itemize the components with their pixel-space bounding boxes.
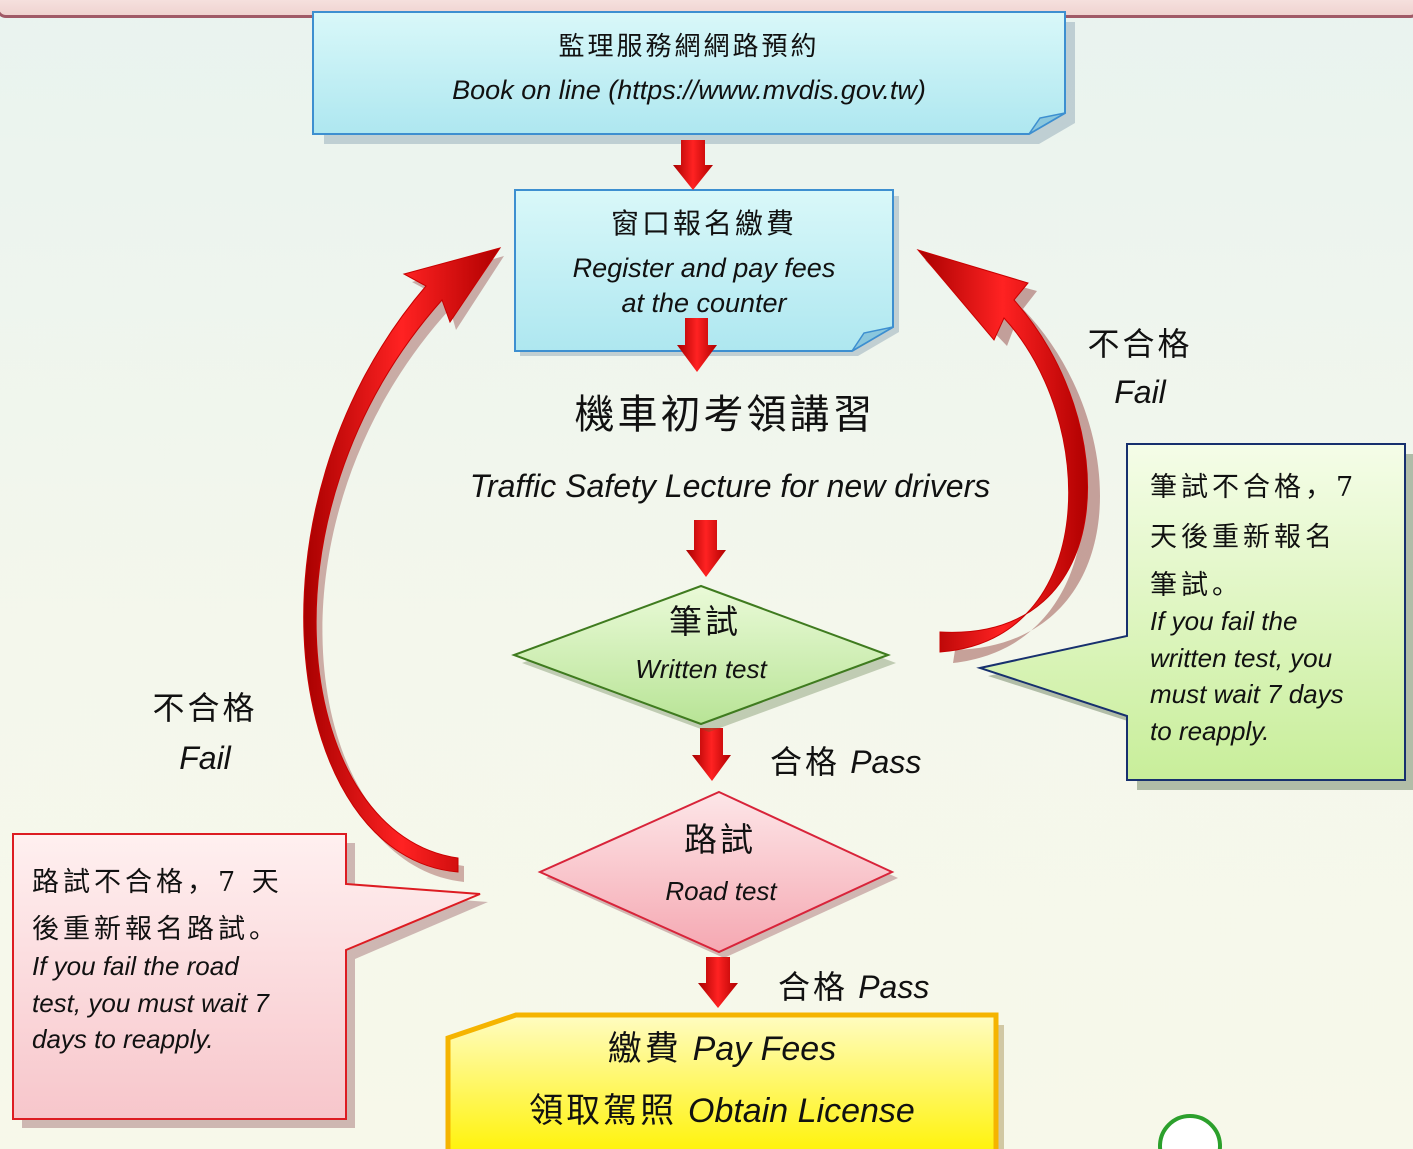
license-box — [445, 1012, 1004, 1149]
written-test-zh: 筆試 — [669, 602, 741, 641]
written-note-zh-1: 筆試不合格，7 — [1150, 472, 1358, 503]
written-note-en-3: must wait 7 days — [1150, 679, 1344, 709]
road-test-zh: 路試 — [684, 820, 756, 859]
written-note-callout — [976, 443, 1413, 790]
written-note-zh-2: 天後重新報名 — [1150, 522, 1336, 553]
register-en-1: Register and pay fees — [572, 253, 836, 283]
pass-label-2: 合格 Pass — [778, 968, 930, 1006]
license-line-1: 繳費 Pay Fees — [607, 1029, 837, 1069]
road-note-zh-2: 後重新報名路試。 — [32, 914, 280, 945]
lecture-zh: 機車初考領講習 — [574, 392, 876, 438]
fail-right-zh: 不合格 — [1087, 325, 1193, 363]
written-test-diamond — [511, 584, 896, 732]
down-arrow-1 — [673, 140, 713, 190]
written-note-en-4: to reapply. — [1150, 716, 1270, 746]
left-fail-arrow — [303, 247, 504, 882]
lecture-en: Traffic Safety Lecture for new drivers — [469, 468, 991, 504]
road-note-en-1: If you fail the road — [32, 951, 239, 981]
down-arrow-4 — [692, 728, 731, 781]
right-fail-arrow — [916, 249, 1100, 663]
road-note-zh-1: 路試不合格，7 天 — [32, 867, 283, 898]
written-note-zh-3: 筆試。 — [1150, 570, 1243, 601]
book-online-zh: 監理服務網網路預約 — [558, 32, 820, 62]
road-test-en: Road test — [665, 876, 777, 906]
fail-left-zh: 不合格 — [152, 689, 258, 727]
road-note-callout — [12, 833, 488, 1128]
written-test-en: Written test — [635, 654, 767, 684]
register-zh: 窗口報名繳費 — [610, 207, 797, 240]
pass-label-1: 合格 Pass — [770, 743, 922, 781]
book-online-box — [312, 11, 1075, 144]
road-test-diamond — [537, 790, 898, 958]
page-number-circle — [1158, 1114, 1222, 1149]
register-box — [514, 189, 899, 356]
down-arrow-5 — [698, 957, 738, 1008]
written-note-en-1: If you fail the — [1150, 606, 1298, 636]
written-note-en-2: written test, you — [1150, 643, 1333, 673]
fail-right-en: Fail — [1114, 374, 1166, 410]
license-line-2: 領取駕照 Obtain License — [529, 1091, 915, 1131]
down-arrow-3 — [686, 520, 726, 577]
road-note-en-3: days to reapply. — [32, 1024, 214, 1054]
register-en-2: at the counter — [621, 288, 787, 318]
fail-left-en: Fail — [179, 740, 231, 776]
down-arrow-2 — [677, 318, 717, 372]
book-online-en: Book on line (https://www.mvdis.gov.tw) — [452, 75, 926, 105]
road-note-en-2: test, you must wait 7 — [32, 988, 269, 1018]
